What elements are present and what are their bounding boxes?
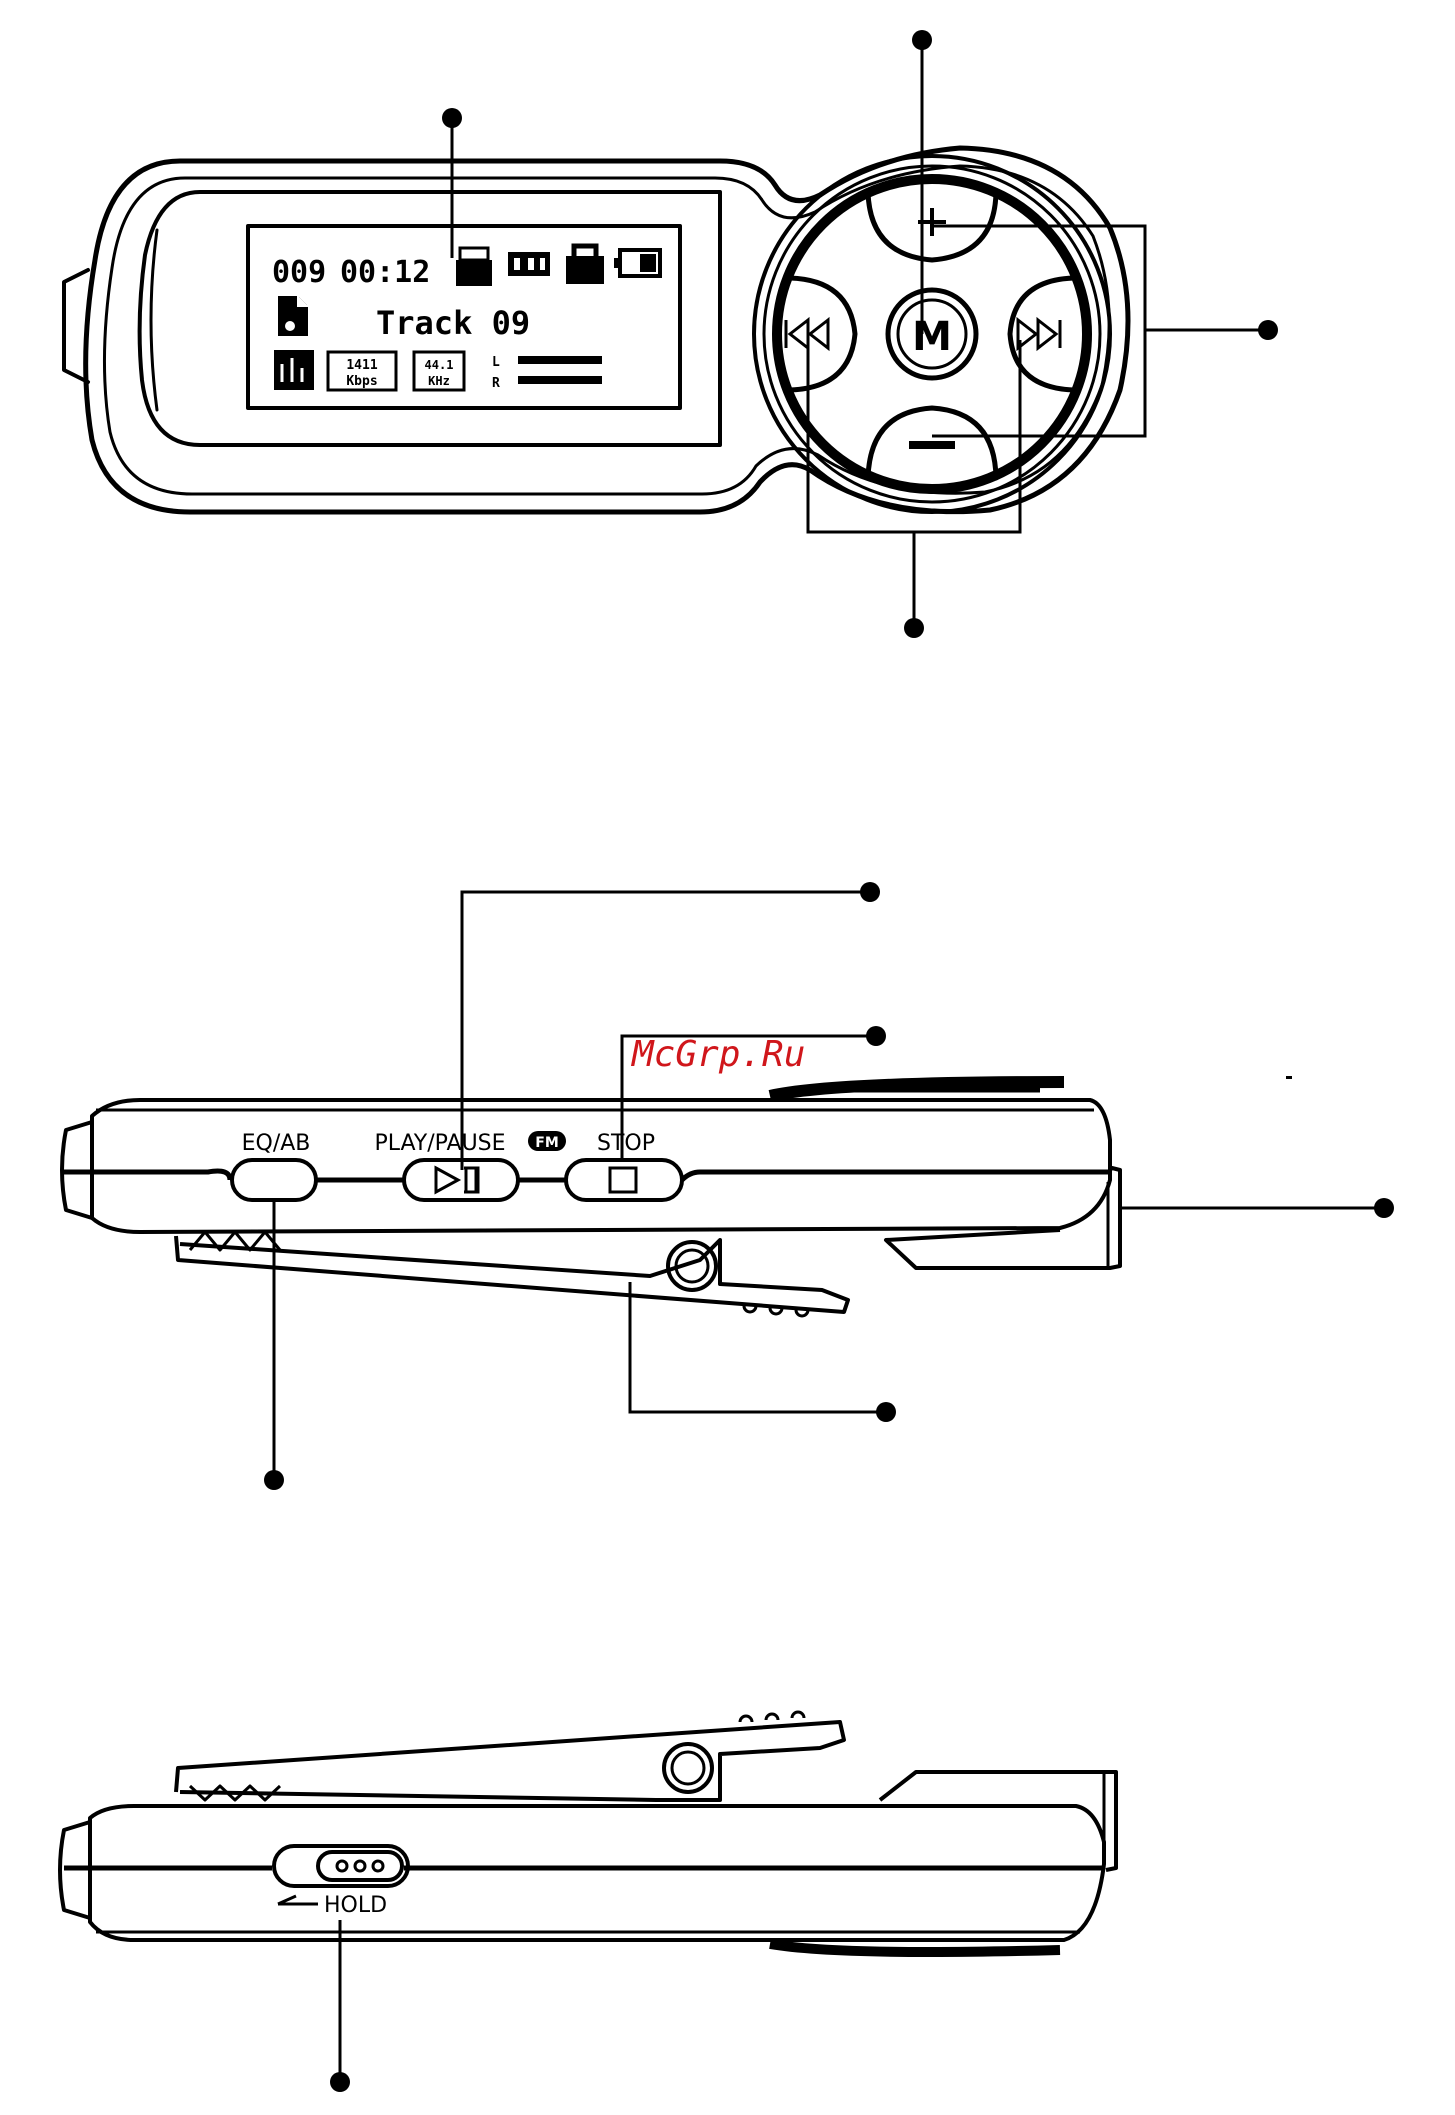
front-callout-dots bbox=[442, 30, 1278, 638]
menu-button-label: M bbox=[912, 314, 952, 360]
stop-button[interactable] bbox=[566, 1160, 682, 1200]
top-side-callout-dots bbox=[264, 882, 1394, 1490]
callout-eq-dot bbox=[264, 1470, 284, 1490]
channel-right-label: R bbox=[492, 376, 500, 391]
sample-rate-value: 44.1 bbox=[425, 358, 454, 372]
bottom-clip-bumps bbox=[740, 1712, 804, 1722]
bitrate-value: 1411 bbox=[346, 358, 377, 373]
top-side-view bbox=[62, 1082, 1120, 1316]
prev-button[interactable] bbox=[790, 278, 855, 390]
eq-ab-button[interactable] bbox=[232, 1160, 316, 1200]
battery-level-icon bbox=[614, 250, 660, 276]
bitrate-unit: Kbps bbox=[346, 374, 377, 389]
front-callouts bbox=[452, 40, 1268, 628]
lock-icon bbox=[566, 246, 604, 284]
bottom-ridge bbox=[770, 1944, 1060, 1952]
left-level-bar bbox=[518, 356, 602, 364]
eq-ab-label: EQ/AB bbox=[242, 1131, 311, 1156]
callout-menu-dot bbox=[912, 30, 932, 50]
stray-mark bbox=[1286, 1076, 1292, 1079]
callout-jack-dot bbox=[1374, 1198, 1394, 1218]
callout-screen-dot bbox=[442, 108, 462, 128]
lcd-track-number: 009 bbox=[272, 255, 326, 290]
callout-skip-dot bbox=[904, 618, 924, 638]
side-body bbox=[92, 1100, 1110, 1232]
mode-icon bbox=[508, 252, 550, 276]
lcd-track-title: Track 09 bbox=[376, 304, 530, 342]
lcd-elapsed-time: 00:12 bbox=[340, 255, 430, 290]
hold-switch-grip-3 bbox=[373, 1861, 383, 1871]
hold-label: HOLD bbox=[324, 1893, 387, 1918]
top-side-callouts bbox=[274, 892, 1384, 1480]
fm-badge-label: FM bbox=[535, 1135, 559, 1151]
stop-label: STOP bbox=[597, 1131, 655, 1156]
play-pause-icon bbox=[436, 1168, 478, 1192]
callout-clip-dot bbox=[876, 1402, 896, 1422]
watermark: McGrp.Ru bbox=[630, 1034, 805, 1075]
play-pause-label: PLAY/PAUSE bbox=[374, 1131, 505, 1156]
sample-rate-unit: KHz bbox=[428, 374, 450, 388]
hold-switch-knob bbox=[318, 1852, 402, 1880]
next-icon bbox=[1018, 320, 1060, 348]
callout-stop-dot bbox=[866, 1026, 886, 1046]
bottom-side-body bbox=[90, 1806, 1104, 1940]
callout-hold-dot bbox=[330, 2072, 350, 2092]
lcd-side-mark bbox=[151, 230, 157, 410]
bottom-right-step bbox=[880, 1772, 1116, 1870]
eq-icon bbox=[274, 350, 314, 390]
hold-arrow-icon bbox=[278, 1896, 318, 1904]
device-body-outer bbox=[86, 148, 1128, 512]
hold-switch-grip-1 bbox=[337, 1861, 347, 1871]
right-level-bar bbox=[518, 376, 602, 384]
battery-icon bbox=[456, 248, 492, 286]
lcd-contents: 009 00:12 Track 09 bbox=[272, 246, 660, 391]
callout-play-dot bbox=[860, 882, 880, 902]
music-file-icon bbox=[278, 296, 308, 336]
bottom-side-view bbox=[60, 1712, 1116, 1952]
front-view bbox=[64, 148, 1128, 512]
hold-switch-grip-2 bbox=[355, 1861, 365, 1871]
callout-play-line bbox=[462, 892, 870, 1170]
callout-volume-dot bbox=[1258, 320, 1278, 340]
side-body-seam bbox=[64, 1171, 1110, 1180]
stop-icon bbox=[610, 1168, 636, 1192]
channel-left-label: L bbox=[492, 355, 500, 370]
